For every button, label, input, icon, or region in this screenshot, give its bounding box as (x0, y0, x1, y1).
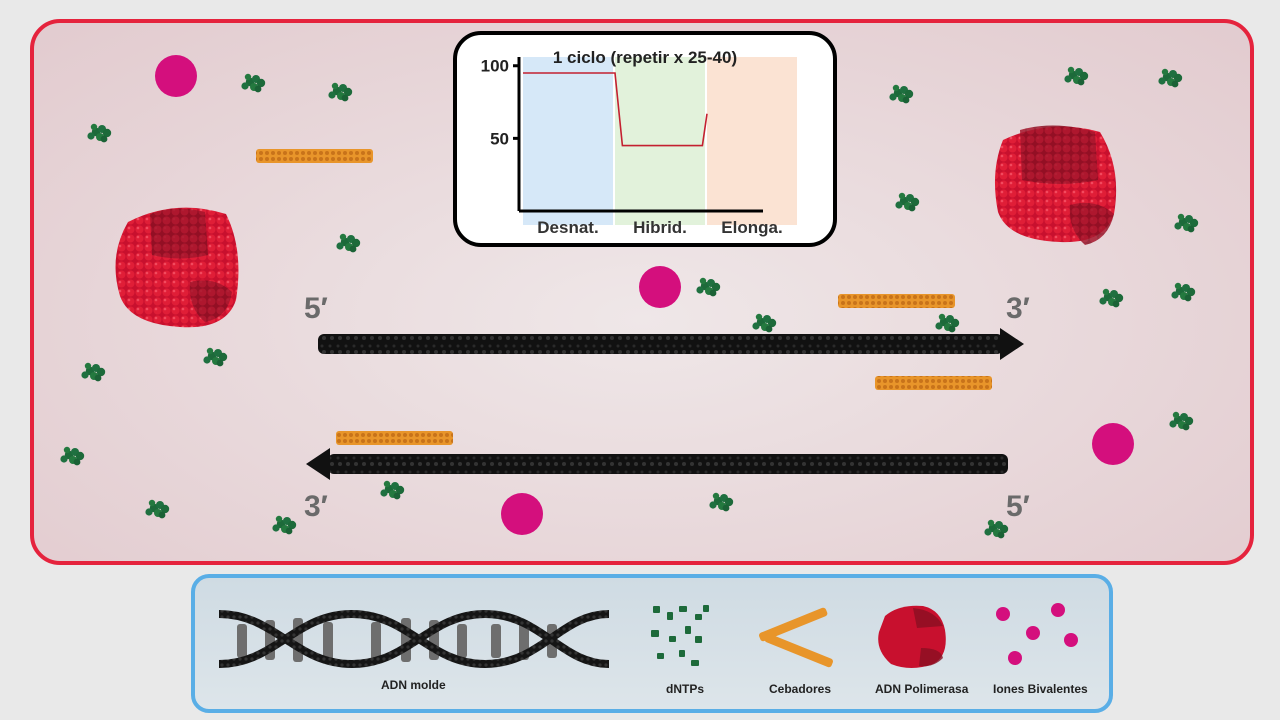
temperature-series-line (523, 72, 708, 147)
strand-bottom-3prime-label: 3′ (304, 490, 328, 523)
dntp-particle (1099, 288, 1124, 308)
legend-label-primers: Cebadores (769, 682, 832, 696)
dntp-particle (81, 362, 106, 382)
dntp-particle (380, 480, 405, 500)
y-tick-label: 50 (490, 129, 509, 148)
legend-label-dntps: dNTPs (666, 682, 705, 696)
legend-label-template-dna: ADN molde (381, 678, 446, 692)
dntp-particle (752, 313, 777, 333)
dna-polymerase (115, 207, 239, 328)
phase-label: Hibrid. (633, 218, 687, 237)
dntp-icon (651, 605, 709, 666)
template-strand-bottom (306, 448, 1008, 480)
dntp-particle (1169, 411, 1194, 431)
primer-icon (759, 607, 833, 668)
dntp-particle (272, 515, 297, 535)
ion-particle (1092, 423, 1134, 465)
primer-strand (838, 294, 955, 308)
primer-strand (336, 431, 453, 445)
dntp-particle (241, 73, 266, 93)
legend-label-ions: Iones Bivalentes (993, 682, 1088, 696)
phase-label: Desnat. (537, 218, 598, 237)
strand-top-5prime-label: 5′ (304, 292, 328, 325)
dntp-particle (328, 82, 353, 102)
dna-polymerase (994, 125, 1117, 245)
dntp-particle (336, 233, 361, 253)
ion-particle (155, 55, 197, 97)
reaction-scene (60, 55, 1199, 539)
dntp-particle (984, 519, 1009, 539)
dna-helix-icon (218, 609, 610, 669)
ion-particle (639, 266, 681, 308)
strand-top-3prime-label: 3′ (1006, 292, 1030, 325)
cycle-chart: 100 50 Desnat. Hibrid. Elonga. 1 ciclo (rep… (481, 48, 797, 237)
dntp-particle (60, 446, 85, 466)
polymerase-icon (878, 605, 946, 668)
dntp-particle (696, 277, 721, 297)
ion-particle (501, 493, 543, 535)
phase-band (615, 57, 705, 225)
y-tick-label: 100 (481, 57, 509, 76)
chart-title: 1 ciclo (repetir x 25-40) (553, 48, 737, 67)
primer-strand (256, 149, 373, 163)
ion-icon (996, 603, 1078, 665)
phase-label: Elonga. (721, 218, 782, 237)
strand-bottom-5prime-label: 5′ (1006, 490, 1030, 523)
dntp-particle (145, 499, 170, 519)
phase-band (707, 57, 797, 225)
dntp-particle (1158, 68, 1183, 88)
legend-panel: ADN molde dNTPs Cebadores ADN Polimerasa… (191, 574, 1113, 713)
phase-band (523, 57, 613, 225)
dntp-particle (709, 492, 734, 512)
legend-icons (218, 603, 1078, 669)
dntp-particle (895, 192, 920, 212)
dntp-particle (935, 313, 960, 333)
dntp-particle (889, 84, 914, 104)
dntp-particle (203, 347, 228, 367)
dntp-particle (1174, 213, 1199, 233)
template-strand-top (318, 328, 1024, 360)
primer-strand (875, 376, 992, 390)
cycle-chart-panel: 100 50 Desnat. Hibrid. Elonga. 1 ciclo (rep… (453, 31, 837, 247)
dntp-particle (87, 123, 112, 143)
legend-label-polymerase: ADN Polimerasa (875, 682, 969, 696)
dntp-particle (1171, 282, 1196, 302)
dntp-particle (1064, 66, 1089, 86)
